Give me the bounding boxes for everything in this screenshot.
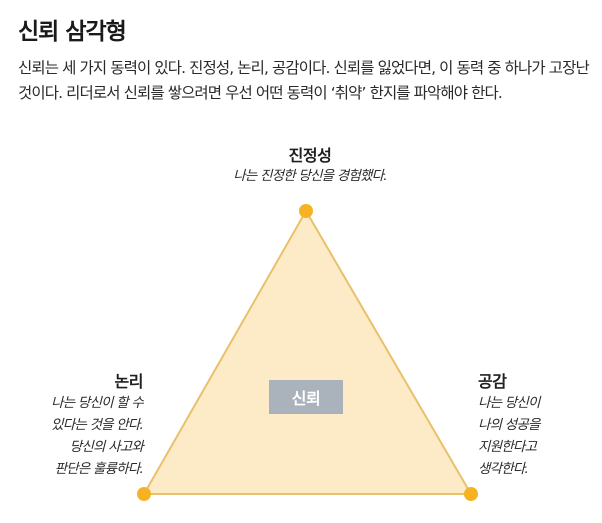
- vertex-title: 진정성: [288, 146, 332, 165]
- vertex-desc-line: 나는 당신이: [478, 395, 540, 411]
- vertex-desc-line: 나는 당신이 할 수: [51, 395, 144, 411]
- vertex-title: 논리: [114, 372, 144, 391]
- center-trust-label: 신뢰: [269, 380, 343, 414]
- vertex-dot-left: [137, 487, 151, 501]
- vertex-desc-line: 판단은 훌륭하다.: [54, 461, 144, 477]
- vertex-desc-line: 나는 진정한 당신을 경험했다.: [233, 168, 387, 184]
- vertex-title: 공감: [478, 372, 507, 391]
- vertex-dot-top: [299, 204, 313, 218]
- vertex-label-authenticity: 진정성 나는 진정한 당신을 경험했다.: [160, 146, 460, 186]
- trust-triangle: [142, 209, 473, 495]
- page-title: 신뢰 삼각형: [18, 19, 127, 45]
- vertex-dot-right: [464, 487, 478, 501]
- vertex-label-empathy: 공감 나는 당신이 나의 성공을 지원한다고 생각한다.: [478, 372, 598, 480]
- vertex-label-logic: 논리 나는 당신이 할 수 있다는 것을 안다. 당신의 사고와 판단은 훌륭하…: [10, 372, 144, 480]
- vertex-desc-line: 나의 성공을: [478, 417, 540, 433]
- intro-paragraph: 신뢰는 세 가지 동력이 있다. 진정성, 논리, 공감이다. 신뢰를 잃었다면…: [18, 59, 590, 102]
- vertex-desc-line: 있다는 것을 안다.: [51, 417, 144, 433]
- vertex-desc-line: 지원한다고: [478, 439, 537, 455]
- vertex-desc-line: 생각한다.: [478, 461, 529, 477]
- vertex-desc-line: 당신의 사고와: [69, 439, 144, 455]
